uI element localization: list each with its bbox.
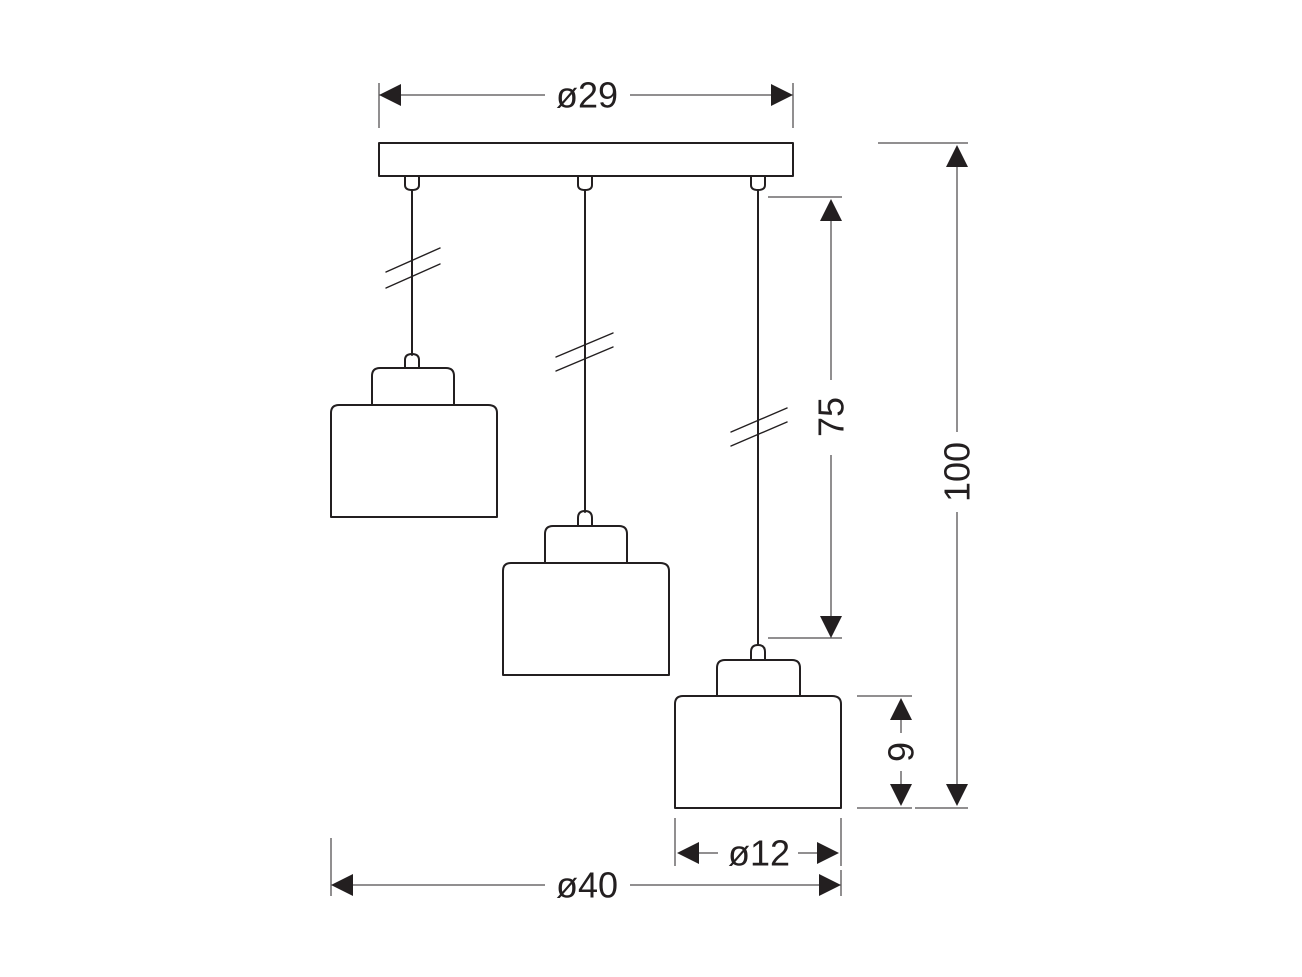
dimension-overall-width: ø40 — [330, 838, 842, 906]
arrowhead — [379, 84, 401, 106]
pendant-middle-shade — [502, 562, 670, 676]
dimension-label-drop-length: 75 — [811, 397, 852, 437]
pendant-left-nut — [404, 353, 420, 369]
dimension-label-canopy-width: ø29 — [556, 75, 618, 116]
pendant-left-break-mark-2 — [385, 263, 441, 289]
arrowhead — [946, 784, 968, 806]
dimension-label-shade-diameter: ø12 — [728, 833, 790, 874]
arrowhead — [820, 616, 842, 638]
pendant-middle-cap — [544, 525, 628, 564]
pendant-right-shade — [674, 695, 842, 809]
arrowhead — [890, 784, 912, 806]
arrowhead — [331, 874, 353, 896]
pendant-left — [330, 176, 498, 518]
pendant-middle-break-mark — [555, 332, 614, 358]
dimension-label-shade-height: 9 — [881, 742, 922, 762]
arrowhead — [890, 698, 912, 720]
ceiling-canopy — [378, 142, 794, 177]
pendant-middle-break-mark-2 — [555, 346, 614, 372]
pendant-middle-mount — [577, 176, 593, 191]
pendant-middle — [502, 176, 670, 676]
dimension-drop-length: 75 — [768, 196, 852, 639]
arrowhead — [946, 145, 968, 167]
pendant-right — [674, 176, 842, 809]
pendant-right-cap — [716, 659, 801, 697]
dimension-canopy-width: ø29 — [378, 75, 794, 128]
dimension-shade-diameter: ø12 — [674, 818, 842, 874]
arrowhead — [817, 842, 839, 864]
pendant-left-cap — [371, 367, 455, 406]
arrowhead — [677, 842, 699, 864]
arrowhead — [819, 874, 841, 896]
dimension-label-overall-width: ø40 — [556, 865, 618, 906]
pendant-left-shade — [330, 404, 498, 518]
arrowhead — [820, 199, 842, 221]
pendant-middle-nut — [577, 510, 593, 527]
arrowhead — [771, 84, 793, 106]
pendant-right-nut — [750, 644, 766, 661]
pendant-right-break-mark — [730, 407, 788, 433]
pendant-right-mount — [750, 176, 766, 191]
dimension-label-overall-height: 100 — [937, 442, 978, 502]
pendant-left-break-mark — [385, 247, 441, 273]
dimension-overall-height: 100 — [878, 142, 978, 809]
dimension-shade-height: 9 — [857, 695, 922, 809]
pendant-right-break-mark-2 — [730, 421, 788, 447]
pendant-left-mount — [404, 176, 420, 191]
